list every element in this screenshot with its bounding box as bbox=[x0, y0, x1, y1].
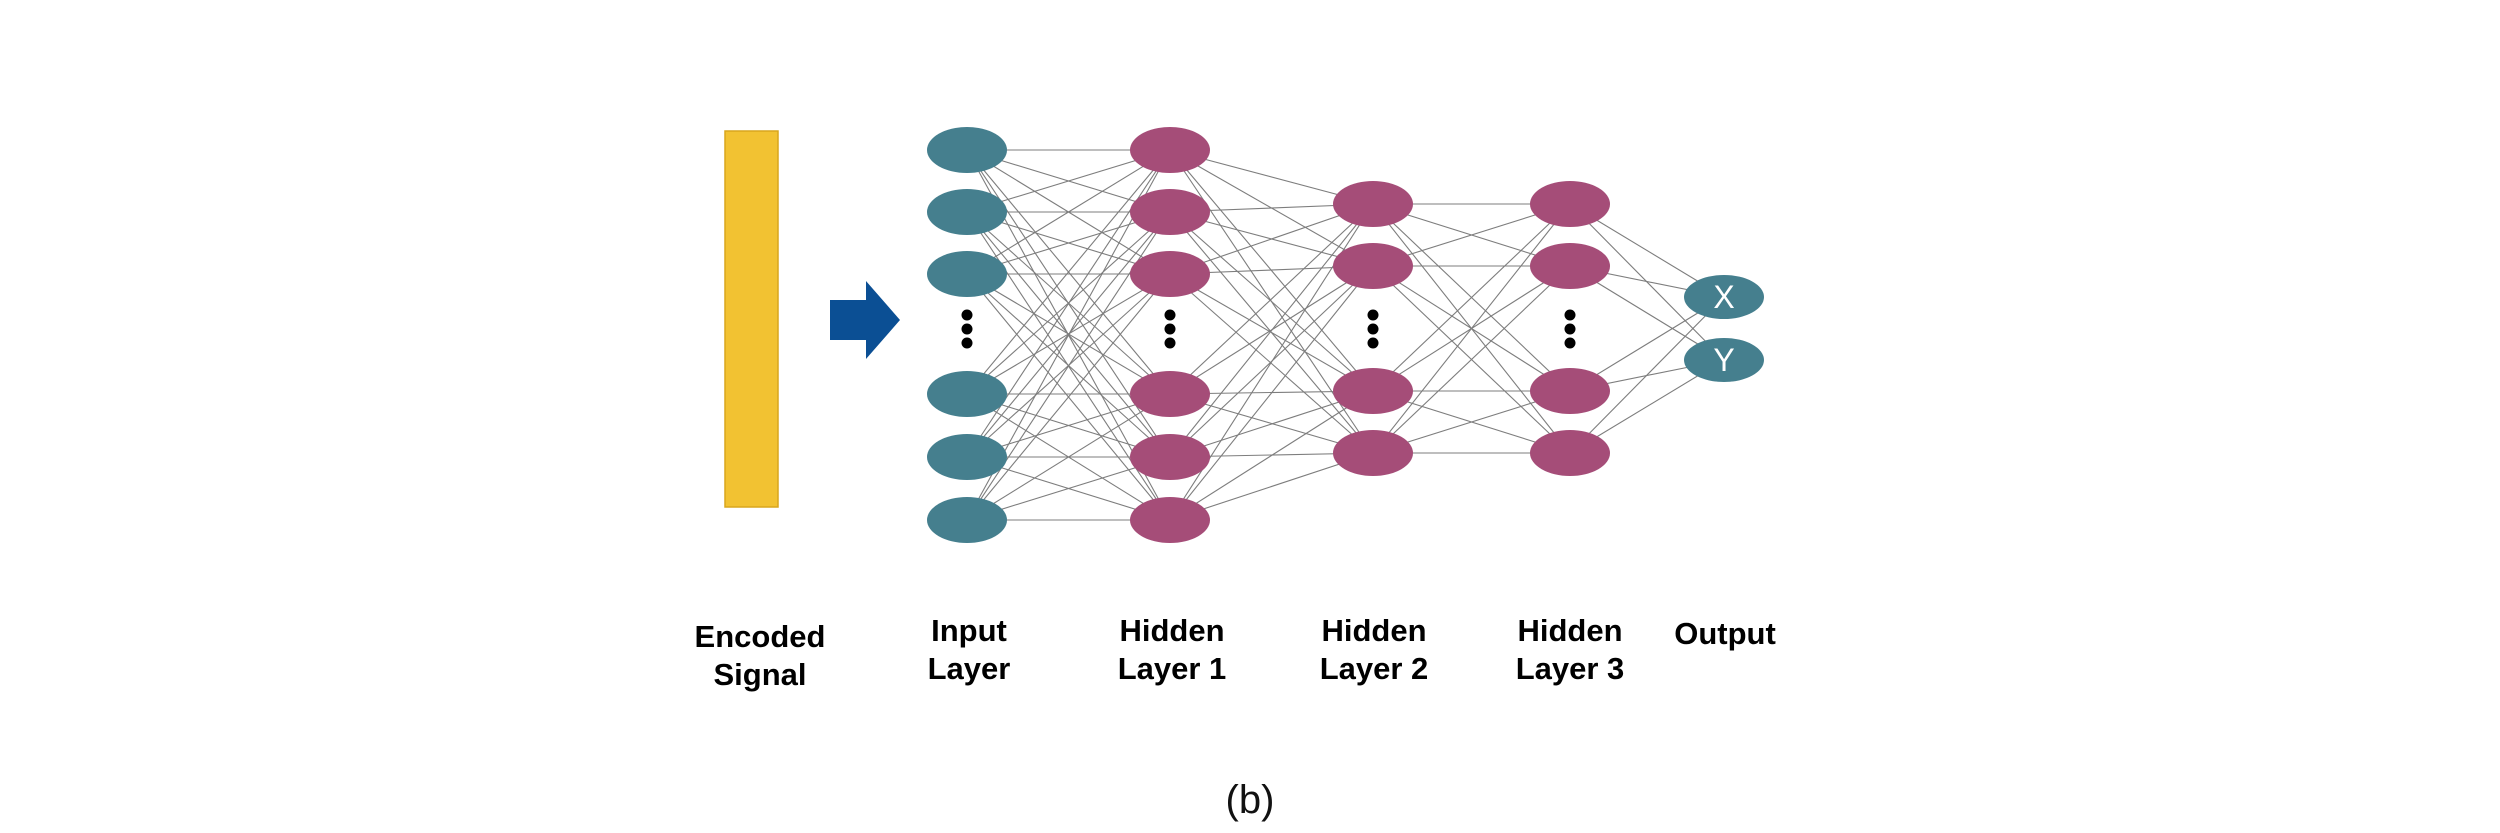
input-node bbox=[927, 251, 1007, 297]
vertical-ellipsis-icon bbox=[1564, 323, 1576, 335]
vertical-ellipsis-icon bbox=[961, 337, 973, 349]
vertical-ellipsis-icon bbox=[1367, 309, 1379, 321]
hidden-2-node bbox=[1333, 243, 1413, 289]
connection-line bbox=[1169, 203, 1374, 395]
connection-line bbox=[1169, 203, 1374, 458]
connection-line bbox=[1372, 265, 1571, 454]
encoded-signal-bar bbox=[724, 130, 779, 508]
hidden-1-node bbox=[1130, 251, 1210, 297]
hidden-3-node bbox=[1530, 368, 1610, 414]
input-layer-label-line-1: Input bbox=[931, 613, 1007, 648]
connection-line bbox=[966, 393, 1171, 521]
hidden-3-node bbox=[1530, 243, 1610, 289]
connection-line bbox=[1372, 203, 1571, 392]
hidden-1-node bbox=[1130, 127, 1210, 173]
input-node bbox=[927, 434, 1007, 480]
vertical-ellipsis-icon bbox=[1367, 323, 1379, 335]
encoded-signal-label-line-1: Encoded bbox=[694, 619, 826, 654]
vertical-ellipsis-icon bbox=[1164, 337, 1176, 349]
hidden-layer-3-label: Hidden Layer 3 bbox=[1450, 612, 1690, 688]
hidden-layer-3-label-line-1: Hidden bbox=[1517, 613, 1623, 648]
output-label: Output bbox=[1605, 615, 1845, 653]
hidden-3-node bbox=[1530, 181, 1610, 227]
input-node bbox=[927, 189, 1007, 235]
output-node-label: Y bbox=[1713, 342, 1734, 378]
hidden-layer-1-label-line-2: Layer 1 bbox=[1117, 651, 1227, 686]
vertical-ellipsis-icon bbox=[1164, 323, 1176, 335]
hidden-1-node bbox=[1130, 189, 1210, 235]
vertical-ellipsis-icon bbox=[1564, 309, 1576, 321]
right-arrow-icon bbox=[830, 281, 900, 359]
hidden-1-node bbox=[1130, 371, 1210, 417]
nodes: XY bbox=[927, 127, 1764, 543]
connection-line bbox=[1569, 296, 1725, 454]
output-node-label: X bbox=[1713, 279, 1734, 315]
connection-line bbox=[1169, 390, 1374, 521]
connection-line bbox=[1169, 273, 1374, 454]
connection-line bbox=[966, 273, 1171, 521]
connection-line bbox=[1372, 203, 1571, 454]
vertical-ellipsis-icon bbox=[961, 309, 973, 321]
encoded-signal-label-line-2: Signal bbox=[713, 657, 807, 692]
hidden-layer-2-label-line-1: Hidden bbox=[1321, 613, 1427, 648]
hidden-layer-2-label-line-2: Layer 2 bbox=[1319, 651, 1429, 686]
vertical-ellipsis-icon bbox=[1564, 337, 1576, 349]
output-label-text: Output bbox=[1674, 616, 1776, 651]
figure-caption: (b) bbox=[1225, 778, 1275, 822]
connection-line bbox=[1169, 273, 1374, 392]
output-node bbox=[1684, 338, 1764, 382]
output-node bbox=[1684, 275, 1764, 319]
input-layer-label-line-2: Layer bbox=[927, 651, 1011, 686]
ellipses bbox=[961, 309, 1576, 349]
connection-line bbox=[966, 149, 1171, 395]
connection-line bbox=[1169, 211, 1374, 392]
vertical-ellipsis-icon bbox=[1367, 337, 1379, 349]
hidden-3-node bbox=[1530, 430, 1610, 476]
hidden-layer-1-label: Hidden Layer 1 bbox=[1052, 612, 1292, 688]
hidden-1-node bbox=[1130, 497, 1210, 543]
connection-line bbox=[966, 149, 1171, 275]
vertical-ellipsis-icon bbox=[1164, 309, 1176, 321]
hidden-1-node bbox=[1130, 434, 1210, 480]
encoded-signal-label: Encoded Signal bbox=[640, 618, 880, 694]
input-node bbox=[927, 371, 1007, 417]
hidden-2-node bbox=[1333, 430, 1413, 476]
hidden-2-node bbox=[1333, 368, 1413, 414]
hidden-layer-3-label-line-2: Layer 3 bbox=[1515, 651, 1625, 686]
hidden-layer-1-label-line-1: Hidden bbox=[1119, 613, 1225, 648]
hidden-layer-2-label: Hidden Layer 2 bbox=[1254, 612, 1494, 688]
connection-line bbox=[1169, 265, 1374, 521]
input-node bbox=[927, 497, 1007, 543]
hidden-2-node bbox=[1333, 181, 1413, 227]
input-layer-label: Input Layer bbox=[849, 612, 1089, 688]
input-node bbox=[927, 127, 1007, 173]
vertical-ellipsis-icon bbox=[961, 323, 973, 335]
